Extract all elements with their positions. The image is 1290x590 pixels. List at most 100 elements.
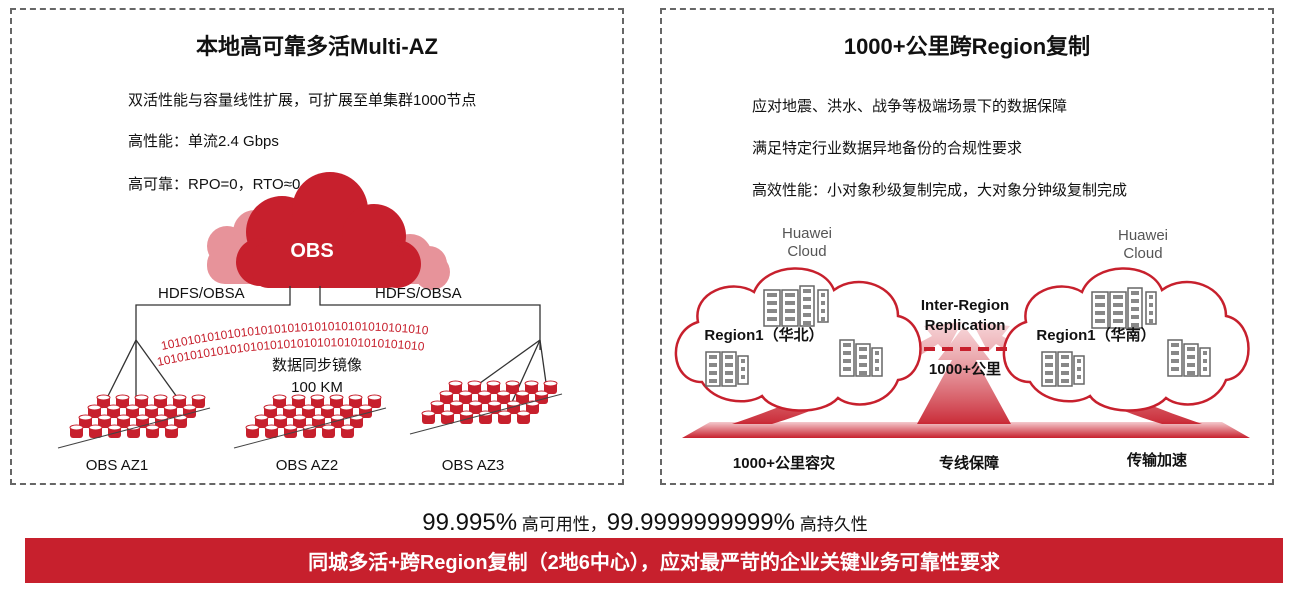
disk-unit-icon — [515, 390, 530, 404]
obs-cloud-label: OBS — [290, 240, 333, 262]
disk-unit-icon — [264, 424, 279, 438]
server-rack-icon — [1073, 355, 1085, 385]
disk-unit-icon — [254, 414, 269, 428]
az3-label: OBS AZ3 — [442, 457, 505, 474]
sync-label: 数据同步镜像 — [272, 356, 362, 374]
disk-unit-icon — [458, 390, 473, 404]
disk-unit-icon — [87, 404, 102, 418]
disk-unit-icon — [291, 394, 306, 408]
disk-unit-icon — [320, 404, 335, 418]
server-rack-icon — [705, 351, 721, 387]
multi-az-title: 本地高可靠多活Multi-AZ — [196, 34, 438, 59]
disk-unit-icon — [163, 404, 178, 418]
disk-unit-icon — [348, 394, 363, 408]
disk-unit-icon — [430, 400, 445, 414]
replication-label-line2: Replication — [925, 317, 1006, 334]
server-rack-icon — [737, 355, 749, 385]
server-rack-icon — [1145, 291, 1157, 325]
server-rack-icon — [871, 347, 883, 377]
disk-unit-icon — [525, 400, 540, 414]
az1-server-cluster-icon — [57, 394, 211, 449]
bullet-efficiency: 高效性能：小对象秒级复制完成，大对象分钟级复制完成 — [752, 182, 1128, 199]
server-rack-icon — [1167, 339, 1183, 377]
disk-unit-icon — [125, 404, 140, 418]
server-rack-icon — [721, 351, 737, 387]
az2-label: OBS AZ2 — [276, 457, 339, 474]
cloud-north-provider-line1: Huawei — [782, 225, 832, 242]
bullet-reliability: 高可靠：RPO=0，RTO≈0 — [128, 176, 301, 193]
disk-unit-icon — [340, 424, 355, 438]
disk-unit-icon — [543, 380, 558, 394]
bullet-performance: 高性能：单流2.4 Gbps — [128, 133, 279, 150]
disk-unit-icon — [439, 390, 454, 404]
disk-unit-icon — [97, 414, 112, 428]
replication-label-line1: Inter-Region — [921, 297, 1009, 314]
server-rack-icon — [1091, 291, 1109, 329]
disk-unit-icon — [339, 404, 354, 418]
disk-unit-icon — [497, 410, 512, 424]
summary-banner: 同城多活+跨Region复制（2地6中心），应对最严苛的企业关键业务可靠性要求 — [25, 538, 1283, 583]
az1-label: OBS AZ1 — [86, 457, 149, 474]
disk-unit-icon — [115, 394, 130, 408]
link-label-right: HDFS/OBSA — [375, 285, 462, 302]
cross-region-panel: 1000+公里跨Region复制 应对地震、洪水、战争等极端场景下的数据保障 满… — [660, 8, 1274, 485]
disk-unit-icon — [283, 424, 298, 438]
server-rack-icon — [763, 289, 781, 327]
disk-unit-icon — [154, 414, 169, 428]
reliability-stats: 99.995% 高可用性，99.9999999999% 高持久性 — [0, 509, 1290, 537]
disk-unit-icon — [191, 394, 206, 408]
durability-value: 99.9999999999% — [606, 509, 795, 536]
disk-unit-icon — [69, 424, 84, 438]
disk-unit-icon — [272, 394, 287, 408]
arrow-left-icon — [732, 322, 962, 424]
disk-unit-icon — [449, 400, 464, 414]
disk-unit-icon — [182, 404, 197, 418]
disk-unit-icon — [330, 414, 345, 428]
disk-unit-icon — [467, 380, 482, 394]
server-rack-icon — [799, 285, 815, 327]
disk-unit-icon — [88, 424, 103, 438]
disk-unit-icon — [145, 424, 160, 438]
server-rack-icon — [817, 289, 829, 323]
disk-unit-icon — [107, 424, 122, 438]
disk-unit-icon — [282, 404, 297, 418]
disk-unit-icon — [96, 394, 111, 408]
disk-unit-icon — [505, 380, 520, 394]
disk-unit-icon — [321, 424, 336, 438]
base-platform-icon — [682, 422, 1250, 438]
disk-unit-icon — [144, 404, 159, 418]
disk-unit-icon — [245, 424, 260, 438]
replication-distance-label: 1000+公里 — [929, 361, 1001, 378]
az3-server-cluster-icon — [409, 380, 563, 435]
distance-label: 100 KM — [291, 379, 343, 396]
server-rack-icon — [1109, 291, 1127, 329]
disk-unit-icon — [134, 394, 149, 408]
server-rack-icon — [1199, 347, 1211, 377]
disk-unit-icon — [263, 404, 278, 418]
durability-label: 高持久性 — [794, 515, 868, 534]
disk-unit-icon — [116, 414, 131, 428]
region-south-label: Region1（华南） — [1036, 326, 1155, 344]
disk-unit-icon — [358, 404, 373, 418]
arrow-right-icon — [972, 322, 1202, 424]
region-north-label: Region1（华北） — [704, 326, 823, 344]
availability-value: 99.995% — [422, 509, 518, 536]
server-rack-icon — [1183, 343, 1199, 377]
disk-unit-icon — [292, 414, 307, 428]
server-rack-icon — [839, 339, 855, 377]
disk-unit-icon — [349, 414, 364, 428]
bullet-disaster-protection: 应对地震、洪水、战争等极端场景下的数据保障 — [752, 98, 1068, 115]
disk-unit-icon — [153, 394, 168, 408]
disk-unit-icon — [496, 390, 511, 404]
obs-cloud-icon: OBS — [207, 172, 450, 290]
arrow-center-icon — [917, 326, 1011, 424]
bullet-compliance: 满足特定行业数据异地备份的合规性要求 — [752, 140, 1023, 157]
disk-unit-icon — [516, 410, 531, 424]
disk-unit-icon — [524, 380, 539, 394]
server-rack-icon — [1041, 351, 1057, 387]
cross-region-diagram: Huawei Cloud Huawei Cloud Region1（华北） Re… — [674, 225, 1250, 472]
disk-unit-icon — [367, 394, 382, 408]
link-label-left: HDFS/OBSA — [158, 285, 245, 302]
multi-az-panel: 本地高可靠多活Multi-AZ 双活性能与容量线性扩展，可扩展至单集群1000节… — [10, 8, 624, 485]
disk-unit-icon — [448, 380, 463, 394]
